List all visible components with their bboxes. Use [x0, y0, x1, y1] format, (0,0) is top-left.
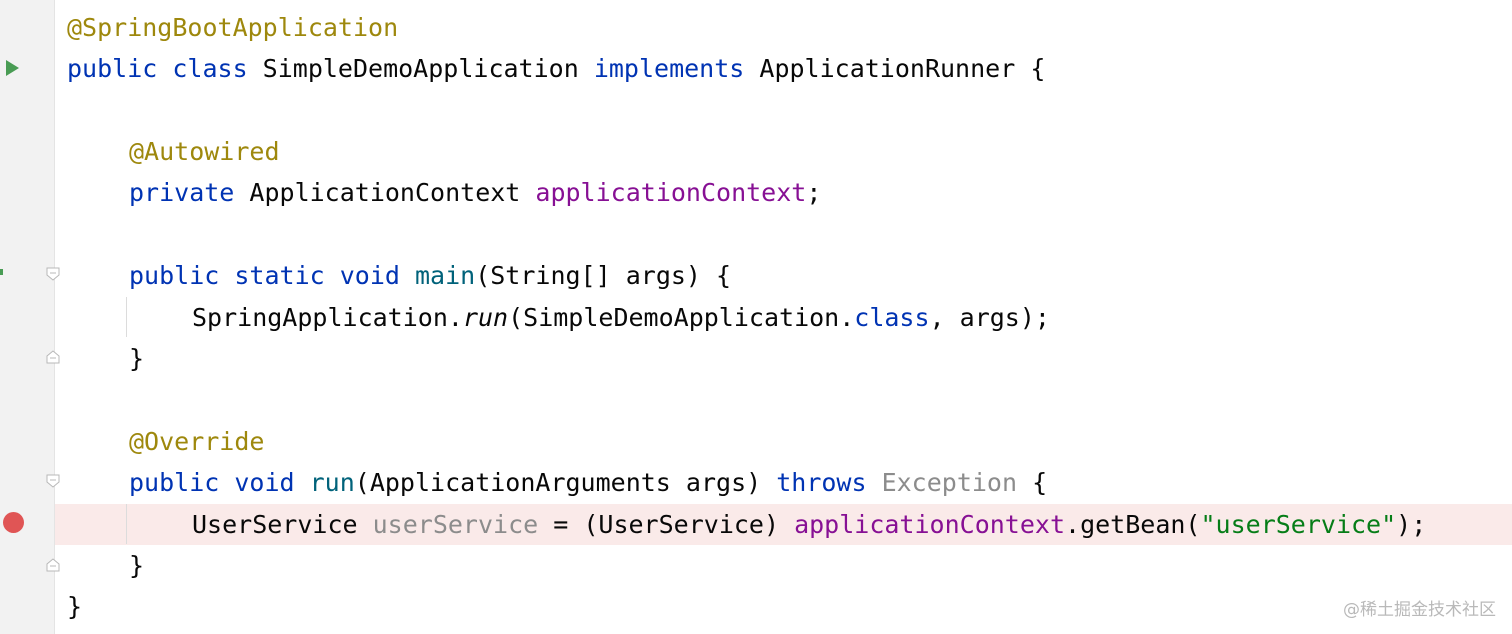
- code-token: }: [129, 551, 145, 580]
- code-token: ApplicationContext: [249, 178, 536, 207]
- code-line[interactable]: @SpringBootApplication: [55, 7, 1512, 48]
- code-line-text: @Override: [129, 421, 264, 462]
- code-token: private: [129, 178, 250, 207]
- code-line-text: }: [67, 586, 82, 627]
- code-line-text: SpringApplication.run(SimpleDemoApplicat…: [192, 297, 1050, 338]
- code-token: applicationContext: [535, 178, 807, 207]
- code-token: throws: [776, 468, 882, 497]
- code-line[interactable]: [55, 380, 1512, 421]
- code-line[interactable]: }: [55, 545, 1512, 586]
- code-token: @Override: [129, 427, 265, 456]
- code-token: (SimpleDemoApplication.: [508, 303, 855, 332]
- code-token: {: [1017, 468, 1048, 497]
- code-token: applicationContext: [794, 510, 1066, 539]
- code-line[interactable]: public void run(ApplicationArguments arg…: [55, 462, 1512, 503]
- code-token: implements: [593, 54, 760, 83]
- code-line[interactable]: [55, 214, 1512, 255]
- code-line-text: public void run(ApplicationArguments arg…: [129, 462, 1047, 503]
- run-icon[interactable]: [6, 60, 19, 76]
- code-token: .getBean(: [1065, 510, 1201, 539]
- code-line[interactable]: private ApplicationContext applicationCo…: [55, 172, 1512, 213]
- code-token: ;: [806, 178, 822, 207]
- code-token: UserService: [192, 510, 373, 539]
- code-line[interactable]: @Autowired: [55, 131, 1512, 172]
- code-token: (String[] args) {: [475, 261, 732, 290]
- code-line[interactable]: SpringApplication.run(SimpleDemoApplicat…: [55, 297, 1512, 338]
- implementation-marker-icon[interactable]: [0, 269, 3, 275]
- code-token: class: [854, 303, 930, 332]
- code-token: }: [67, 592, 83, 621]
- fold-start-icon[interactable]: [46, 267, 60, 281]
- indent-guide: [126, 297, 127, 337]
- code-token: @SpringBootApplication: [67, 13, 399, 42]
- code-token: public static void: [129, 261, 415, 290]
- code-line-text: UserService userService = (UserService) …: [192, 504, 1426, 545]
- breakpoint-icon[interactable]: [3, 512, 24, 533]
- code-token: Exception: [881, 468, 1018, 497]
- code-token: SimpleDemoApplication: [262, 54, 594, 83]
- code-token: run: [462, 303, 509, 332]
- indent-guide: [126, 504, 127, 544]
- fold-end-icon[interactable]: [46, 558, 60, 572]
- code-token: public class: [67, 54, 263, 83]
- watermark: @稀土掘金技术社区: [1343, 600, 1496, 620]
- editor-gutter[interactable]: [0, 0, 60, 634]
- code-token: (ApplicationArguments args): [354, 468, 777, 497]
- code-line[interactable]: public static void main(String[] args) {: [55, 255, 1512, 296]
- code-line[interactable]: [55, 90, 1512, 131]
- code-token: run: [309, 468, 355, 497]
- code-line-text: public static void main(String[] args) {: [129, 255, 731, 296]
- code-line[interactable]: }: [55, 586, 1512, 627]
- code-area[interactable]: }} UserService userService = (UserService…: [55, 0, 1512, 634]
- code-line-text: @SpringBootApplication: [67, 7, 398, 48]
- fold-start-icon[interactable]: [46, 474, 60, 488]
- code-token: }: [129, 344, 145, 373]
- code-token: main: [414, 261, 476, 290]
- code-token: = (UserService): [538, 510, 795, 539]
- code-token: @Autowired: [129, 137, 280, 166]
- fold-end-icon[interactable]: [46, 350, 60, 364]
- code-token: "userService": [1200, 510, 1397, 539]
- code-token: SpringApplication.: [192, 303, 463, 332]
- code-line[interactable]: @Override: [55, 421, 1512, 462]
- code-token: ApplicationRunner {: [759, 54, 1046, 83]
- code-line[interactable]: }: [55, 338, 1512, 379]
- code-token: );: [1396, 510, 1427, 539]
- code-line[interactable]: public class SimpleDemoApplication imple…: [55, 48, 1512, 89]
- code-token: userService: [372, 510, 539, 539]
- code-token: , args);: [929, 303, 1050, 332]
- code-line-text: }: [129, 338, 144, 379]
- code-line-text: private ApplicationContext applicationCo…: [129, 172, 821, 213]
- code-line-text: @Autowired: [129, 131, 280, 172]
- code-line-breakpoint[interactable]: UserService userService = (UserService) …: [55, 504, 1512, 545]
- code-line-text: }: [129, 545, 144, 586]
- code-line-text: public class SimpleDemoApplication imple…: [67, 48, 1045, 89]
- code-token: public void: [129, 468, 310, 497]
